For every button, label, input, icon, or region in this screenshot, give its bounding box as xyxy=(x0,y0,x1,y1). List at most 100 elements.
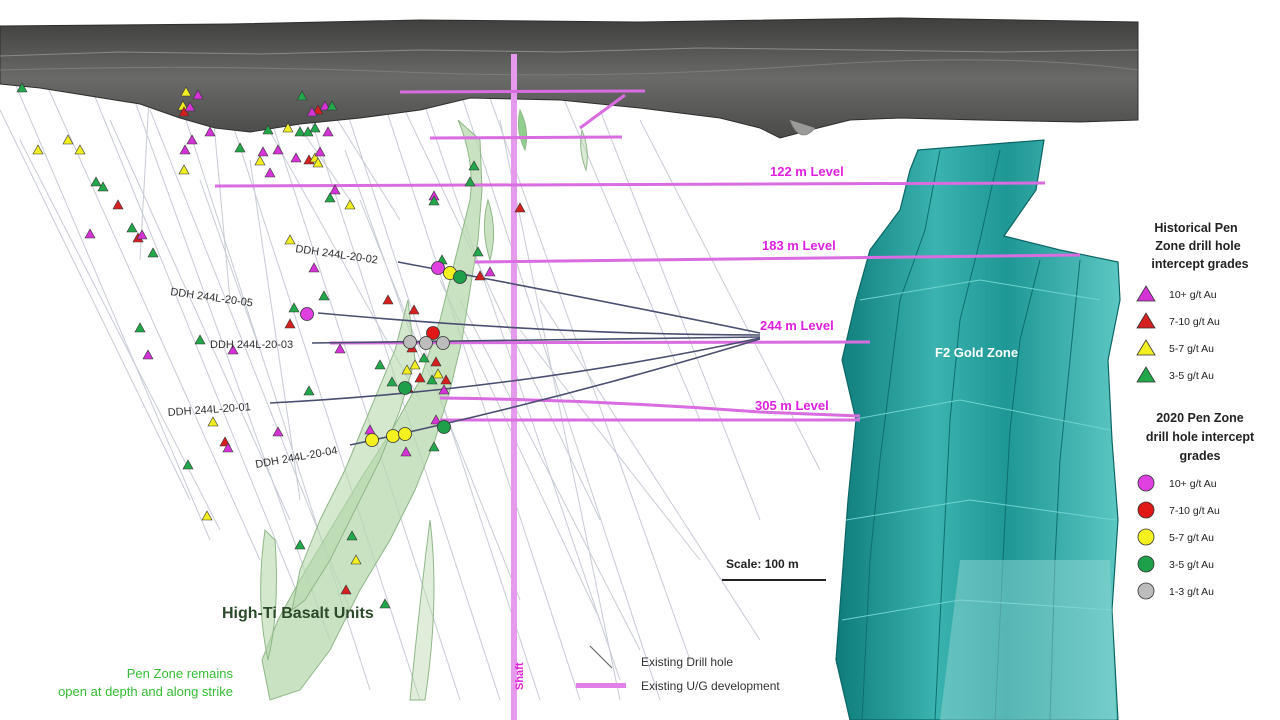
2020-legend-title-2: drill hole intercept xyxy=(1146,430,1255,444)
historical-intercept-marker xyxy=(62,134,74,145)
level-label-122: 122 m Level xyxy=(770,164,844,179)
2020-legend-label: 10+ g/t Au xyxy=(1169,478,1217,490)
f2-gold-zone-body xyxy=(835,139,1121,720)
drill-hole-label-01: DDH 244L-20-01 xyxy=(167,401,251,419)
historical-intercept-marker xyxy=(296,90,308,101)
historical-intercept-marker xyxy=(374,359,386,370)
drill-hole-label-02: DDH 244L-20-02 xyxy=(295,243,379,266)
intercept-2020-marker xyxy=(436,336,450,350)
historical-intercept-marker xyxy=(178,164,190,175)
historical-intercept-marker xyxy=(430,356,442,367)
2020-legend-marker xyxy=(1137,474,1155,492)
drill-hole-line xyxy=(369,59,581,701)
drill-hole-line xyxy=(449,59,661,701)
intercept-2020-marker xyxy=(419,336,433,350)
drill-hole-line xyxy=(119,59,331,641)
level-label-183: 183 m Level xyxy=(762,238,836,253)
development-legend-swatch xyxy=(576,683,626,688)
historical-intercept-marker xyxy=(414,372,426,383)
historical-intercept-marker xyxy=(346,530,358,541)
historical-intercept-marker xyxy=(186,134,198,145)
historical-intercept-marker xyxy=(401,364,413,375)
historical-intercept-marker xyxy=(350,554,362,565)
drill-hole-line xyxy=(79,59,301,601)
historical-intercept-marker xyxy=(326,100,338,111)
drill-hole-line xyxy=(399,99,601,521)
drill-hole-line xyxy=(539,299,761,641)
historical-intercept-marker xyxy=(262,124,274,135)
historical-intercept-marker xyxy=(97,181,109,192)
drill-hole-legend-label: Existing Drill hole xyxy=(641,655,733,669)
drill-hole-line xyxy=(439,279,601,621)
historical-intercept-marker xyxy=(16,82,28,93)
historical-intercept-marker xyxy=(178,106,190,117)
historical-intercept-marker xyxy=(288,302,300,313)
drill-hole-line xyxy=(199,179,261,351)
drill-hole-line xyxy=(249,54,461,701)
drill-hole-legend-swatch xyxy=(589,645,613,669)
2020-legend-marker xyxy=(1137,555,1155,573)
historical-intercept-marker xyxy=(329,184,341,195)
scale-label: Scale: 100 m xyxy=(726,557,799,571)
historical-legend-title-3: intercept grades xyxy=(1151,257,1248,271)
historical-intercept-marker xyxy=(134,322,146,333)
drill-hole-line xyxy=(519,329,701,561)
historical-intercept-marker xyxy=(318,290,330,301)
2020-legend-label: 7-10 g/t Au xyxy=(1169,505,1220,517)
historical-intercept-marker xyxy=(182,459,194,470)
historical-intercept-marker xyxy=(408,304,420,315)
historical-intercept-marker xyxy=(426,374,438,385)
historical-intercept-marker xyxy=(303,385,315,396)
pen-zone-note-line1: Pen Zone remains xyxy=(127,666,234,681)
historical-intercept-marker xyxy=(294,126,306,137)
historical-intercept-marker xyxy=(428,441,440,452)
2020-legend-marker xyxy=(1137,582,1155,600)
historical-intercept-marker xyxy=(472,246,484,257)
historical-intercept-marker xyxy=(284,318,296,329)
historical-legend-title-1: Historical Pen xyxy=(1154,221,1237,235)
existing-drill-holes xyxy=(0,54,821,701)
historical-intercept-marker xyxy=(192,89,204,100)
intercept-2020-marker xyxy=(403,335,417,349)
drill-hole-line xyxy=(499,119,621,701)
historical-intercept-marker xyxy=(468,160,480,171)
historical-intercept-marker xyxy=(136,229,148,240)
historical-legend-marker xyxy=(1136,312,1156,329)
historical-intercept-marker xyxy=(254,155,266,166)
drill-hole-line xyxy=(0,109,191,501)
historical-intercept-marker xyxy=(284,234,296,245)
level-label-244: 244 m Level xyxy=(760,318,834,333)
historical-intercept-marker xyxy=(319,100,331,111)
intercepts-2020 xyxy=(300,261,467,447)
2020-legend-title-1: 2020 Pen Zone xyxy=(1156,411,1244,425)
historical-intercept-marker xyxy=(257,146,269,157)
historical-intercept-marker xyxy=(418,352,430,363)
development-legend-label: Existing U/G development xyxy=(641,679,780,693)
f2-gold-zone-label: F2 Gold Zone xyxy=(935,345,1018,360)
basalt-units-label: High-Ti Basalt Units xyxy=(222,605,374,622)
historical-intercept-marker xyxy=(32,144,44,155)
historical-intercept-marker xyxy=(344,199,356,210)
historical-intercept-marker xyxy=(184,101,196,112)
historical-intercept-marker xyxy=(272,426,284,437)
historical-legend-label: 10+ g/t Au xyxy=(1169,289,1217,301)
historical-intercept-marker xyxy=(484,266,496,277)
historical-intercept-marker xyxy=(386,376,398,387)
historical-intercept-marker xyxy=(440,374,452,385)
historical-intercept-marker xyxy=(204,126,216,137)
historical-legend-marker xyxy=(1136,285,1156,302)
historical-intercept-marker xyxy=(309,122,321,133)
historical-intercept-marker xyxy=(194,334,206,345)
historical-intercept-marker xyxy=(514,202,526,213)
drill-hole-line xyxy=(209,54,421,701)
historical-intercept-marker xyxy=(379,598,391,609)
drill-hole-line xyxy=(599,109,761,521)
intercept-2020-marker xyxy=(431,261,445,275)
intercept-2020-marker xyxy=(398,427,412,441)
intercept-2020-marker xyxy=(453,270,467,284)
historical-legend-label: 7-10 g/t Au xyxy=(1169,316,1220,328)
bottom-legend: Existing Drill hole Existing U/G develop… xyxy=(576,645,780,693)
historical-legend-marker xyxy=(1136,339,1156,356)
historical-intercept-marker xyxy=(290,152,302,163)
